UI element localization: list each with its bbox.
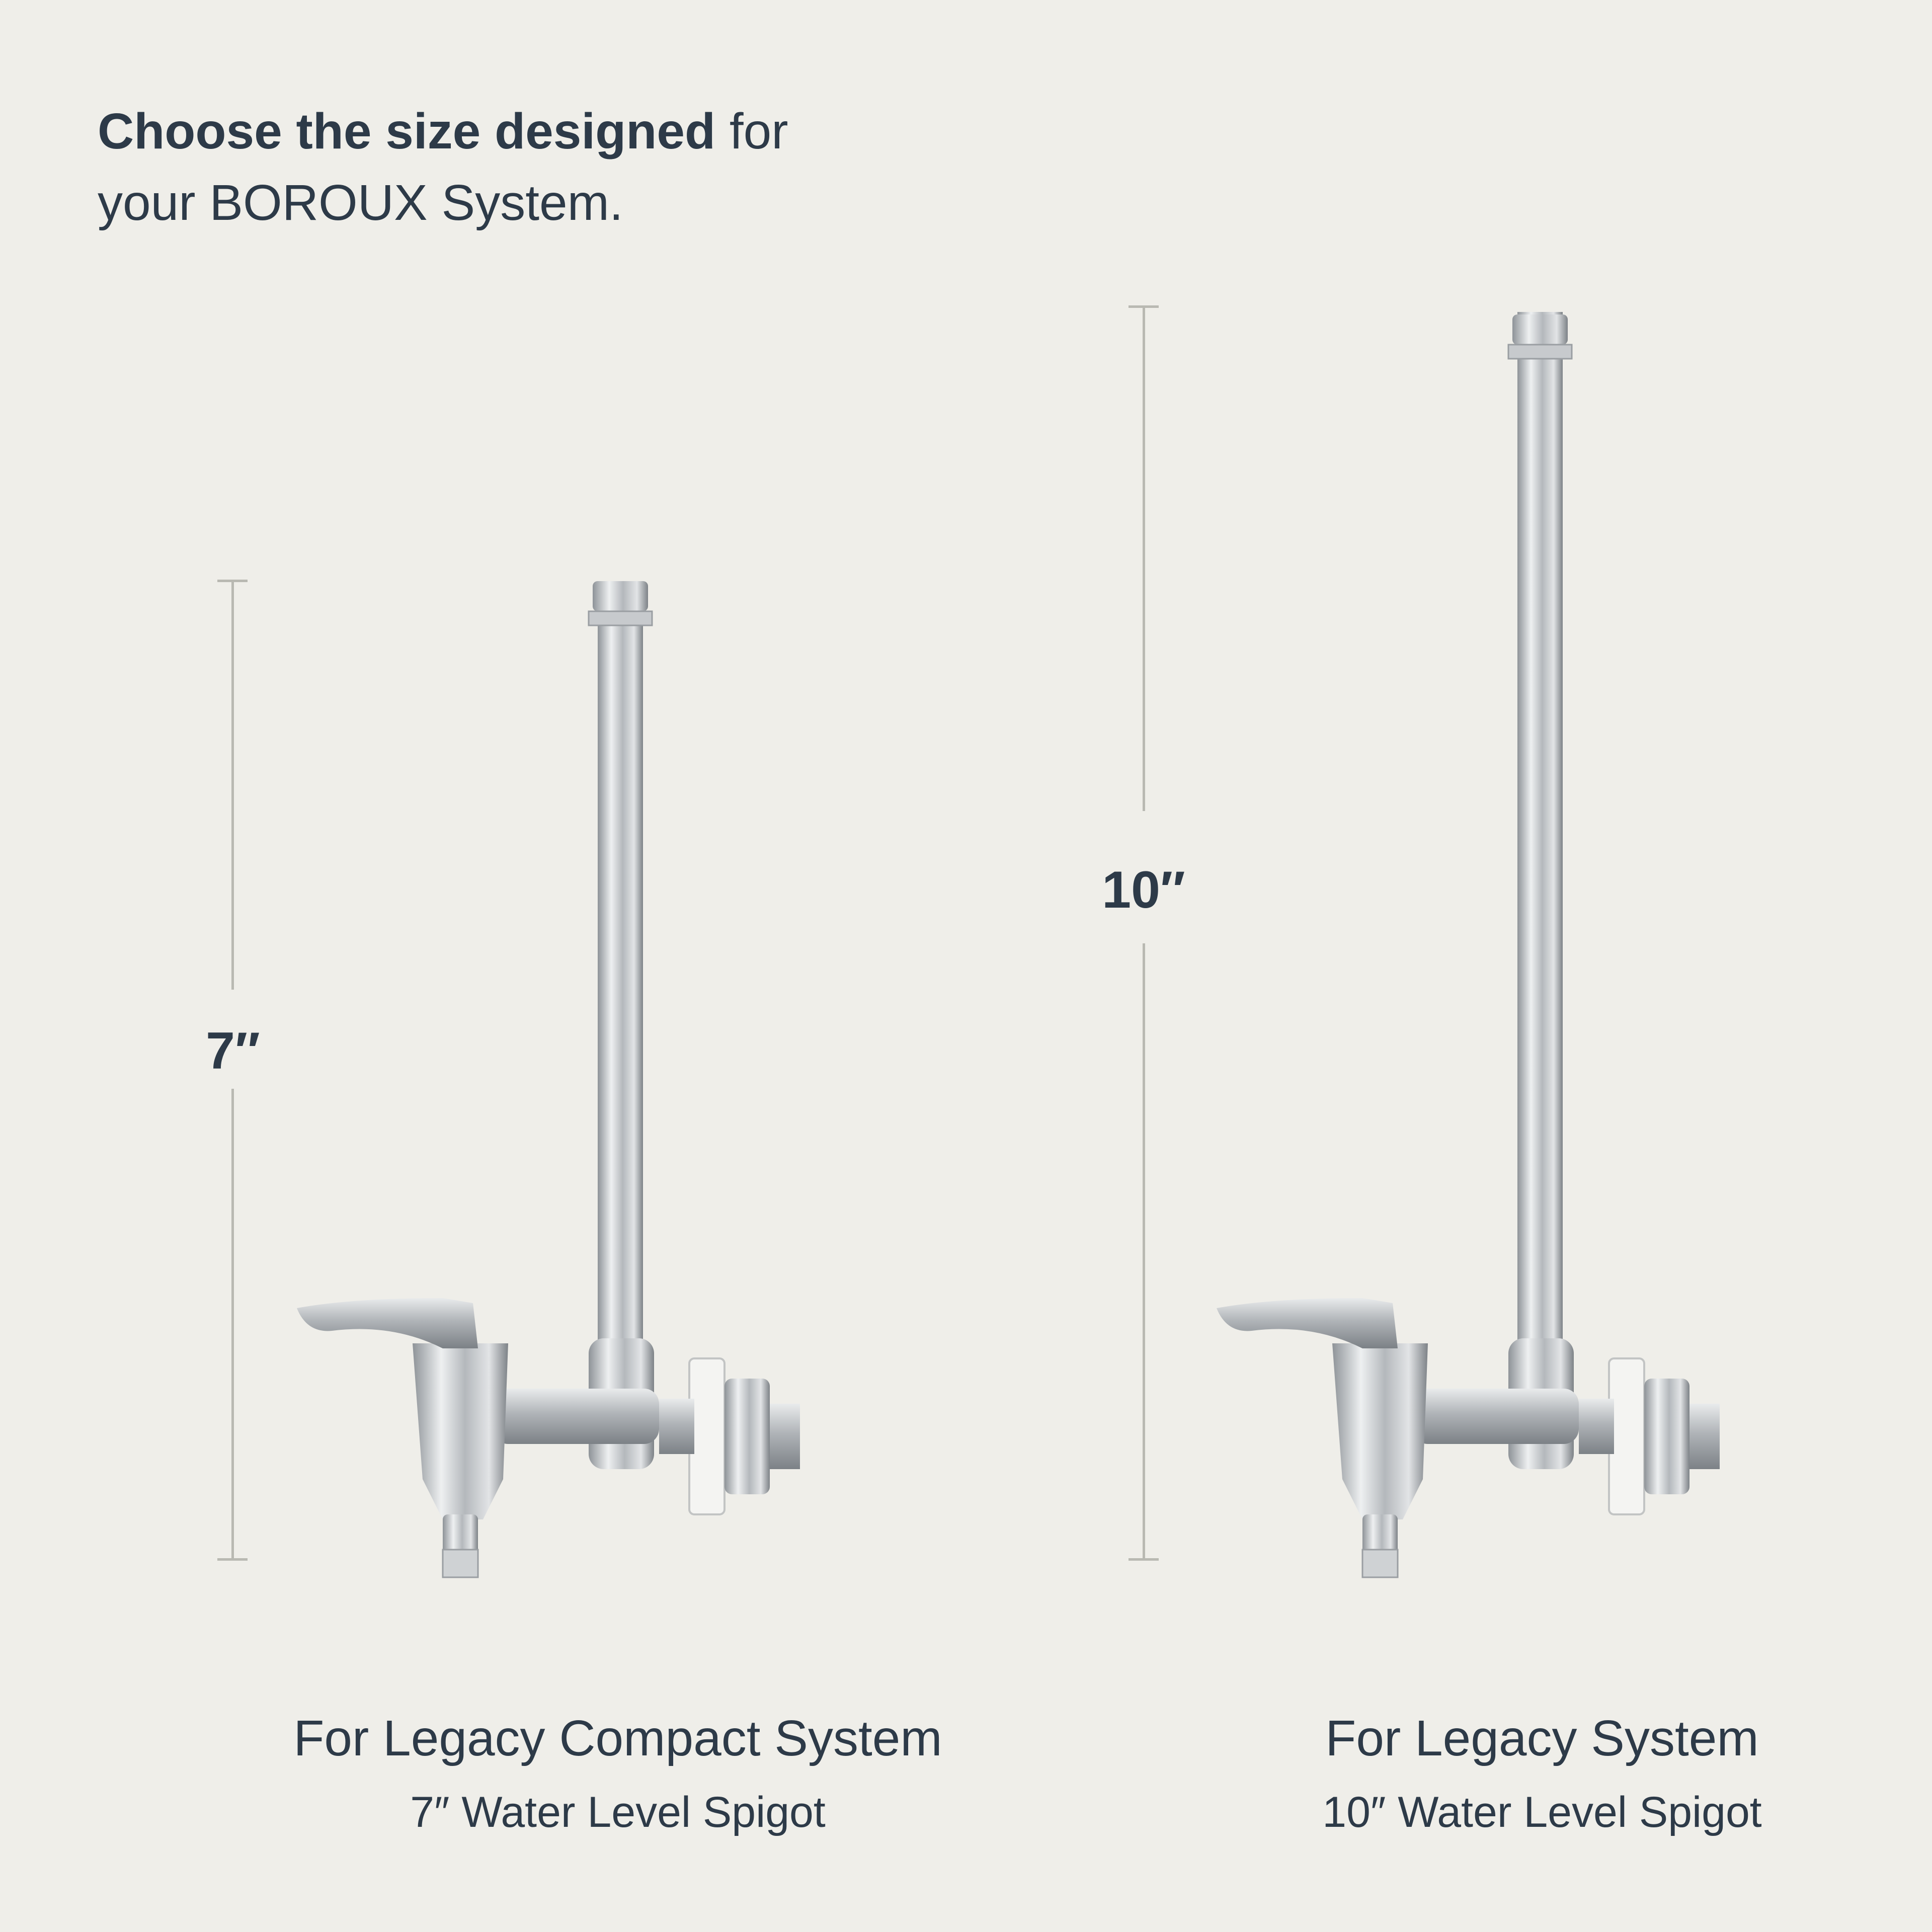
legacy-spigot-image <box>1217 312 1720 1578</box>
left-caption-title: For Legacy Compact System <box>293 1710 942 1766</box>
right-dimension-marker <box>1129 305 1159 1561</box>
compact-spigot-image <box>297 581 800 1578</box>
left-dimension-label: 7″ <box>206 1022 260 1080</box>
left-dimension-marker <box>217 580 248 1561</box>
headline-line2: your BOROUX System. <box>98 175 623 231</box>
right-caption: For Legacy System 10″ Water Level Spigot <box>1140 1706 1932 1842</box>
headline: Choose the size designed for your BOROUX… <box>98 96 953 238</box>
left-caption: For Legacy Compact System 7″ Water Level… <box>215 1706 1020 1842</box>
left-caption-sub: 7″ Water Level Spigot <box>410 1788 826 1836</box>
headline-rest: for <box>715 103 788 159</box>
right-dimension-label: 10″ <box>1102 861 1185 919</box>
right-caption-title: For Legacy System <box>1325 1710 1759 1766</box>
right-caption-sub: 10″ Water Level Spigot <box>1322 1788 1762 1836</box>
headline-bold: Choose the size designed <box>98 103 716 159</box>
